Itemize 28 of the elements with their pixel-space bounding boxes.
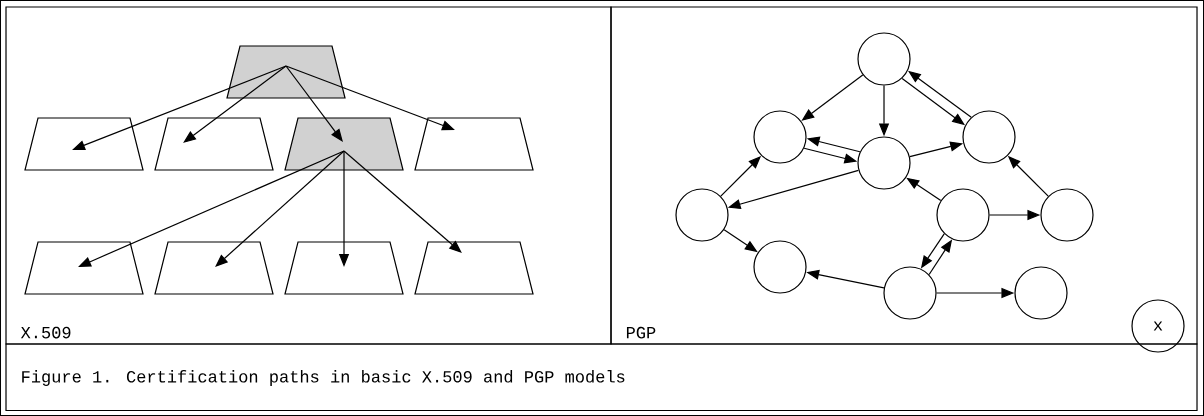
trapezoid (226, 45, 346, 99)
circle (883, 266, 937, 320)
trapezoid (24, 117, 144, 171)
arrow (285, 65, 455, 131)
trapezoid (284, 117, 404, 171)
arrow (72, 65, 287, 151)
caption-box: Figure 1. Certification paths in basic X.509 and PGP models (5, 343, 1198, 412)
trapezoid (414, 117, 534, 171)
circle (753, 240, 807, 294)
circle (675, 188, 729, 242)
arrow (78, 150, 345, 267)
arrow (183, 65, 287, 143)
circle (962, 110, 1016, 164)
panel: X.509 (5, 6, 612, 345)
trapezoid (154, 241, 274, 295)
circle (753, 110, 807, 164)
circle (857, 136, 911, 190)
circle (857, 32, 911, 86)
trapezoid (414, 241, 534, 295)
arrow (343, 150, 462, 253)
trapezoid (154, 117, 274, 171)
arrow (285, 65, 343, 142)
trapezoid (24, 241, 144, 295)
trapezoid (284, 241, 404, 295)
arrow (215, 150, 345, 267)
circle (936, 188, 990, 242)
circle (1014, 266, 1068, 320)
circle (1040, 188, 1094, 242)
